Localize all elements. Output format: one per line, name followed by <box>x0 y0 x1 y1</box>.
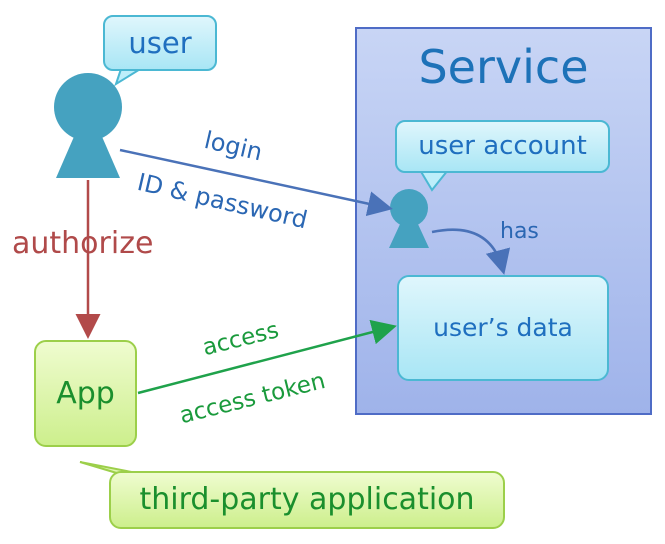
user-person-icon <box>54 73 122 178</box>
login-arrow <box>119 148 393 216</box>
user-data-box: user’s data <box>397 275 609 381</box>
has-label: has <box>500 219 539 244</box>
third-party-bubble: third-party application <box>109 471 505 529</box>
user-bubble: user <box>103 15 217 71</box>
app-box: App <box>34 340 137 447</box>
access-arrow <box>137 319 397 395</box>
authorize-label: authorize <box>12 226 154 261</box>
has-arrow <box>431 228 511 275</box>
service-title: Service <box>418 40 589 94</box>
user-account-person-icon <box>389 189 429 248</box>
user-account-bubble: user account <box>395 120 610 173</box>
account-bubble-tail <box>418 169 451 192</box>
